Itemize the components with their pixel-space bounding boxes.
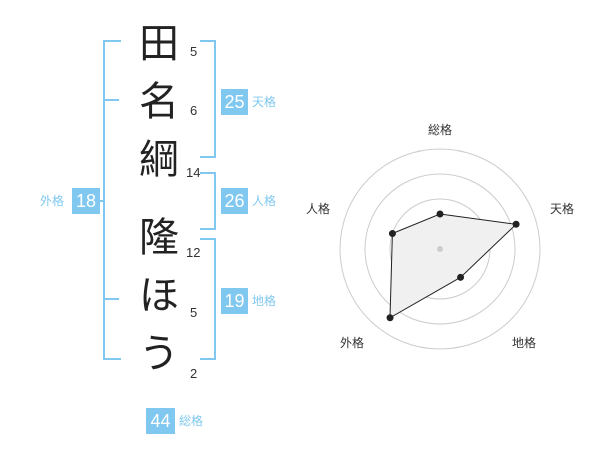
name-char-5: ほ [139, 273, 179, 319]
chikaku-label: 地格 [252, 294, 277, 308]
stroke-count-4: 12 [186, 245, 201, 260]
name-char-3: 綱 [139, 137, 179, 183]
radar-area [389, 213, 518, 319]
stroke-count-5: 5 [190, 305, 198, 320]
gaikaku-label: 外格 [40, 194, 65, 208]
stroke-count-2: 6 [190, 103, 198, 118]
radar-label-chikaku: 地格 [512, 335, 536, 350]
soukaku-label: 総格 [179, 414, 204, 428]
radar-label-tenkaku: 天格 [550, 201, 574, 216]
name-char-1: 田 [139, 21, 179, 67]
jinkaku-score: 26 [221, 188, 248, 214]
stroke-count-1: 5 [190, 44, 198, 59]
name-char-4: 隆 [139, 215, 179, 261]
radar-point-2 [512, 220, 520, 228]
jinkaku-bracket [200, 172, 216, 230]
name-char-2: 名 [139, 79, 179, 125]
radar-ring-3 [364, 173, 516, 325]
radar-point-5 [388, 230, 396, 238]
radar-point-3 [457, 273, 465, 281]
jinkaku-label: 人格 [252, 194, 277, 208]
radar-points [386, 210, 520, 322]
chikaku-score: 19 [221, 288, 248, 314]
gaikaku-score: 18 [72, 188, 100, 214]
radar-point-1 [436, 210, 444, 218]
radar-ring-4 [339, 148, 541, 350]
radar-point-4 [386, 314, 394, 322]
stroke-count-3: 14 [186, 165, 201, 180]
radar-label-soukaku: 総格 [428, 122, 452, 137]
radar-center [437, 246, 443, 252]
tenkaku-bracket [200, 40, 216, 158]
stroke-count-6: 2 [190, 366, 198, 381]
gaikaku-connector [100, 200, 105, 202]
gaikaku-tick [103, 99, 119, 101]
tenkaku-score: 25 [221, 89, 248, 115]
gaikaku-tick-lower [103, 298, 119, 300]
radar-label-gaikaku: 外格 [340, 335, 364, 350]
chikaku-bracket [200, 238, 216, 360]
tenkaku-label: 天格 [252, 95, 277, 109]
name-char-6: う [139, 331, 179, 377]
radar-label-jinkaku: 人格 [306, 201, 330, 216]
soukaku-score: 44 [146, 408, 175, 434]
